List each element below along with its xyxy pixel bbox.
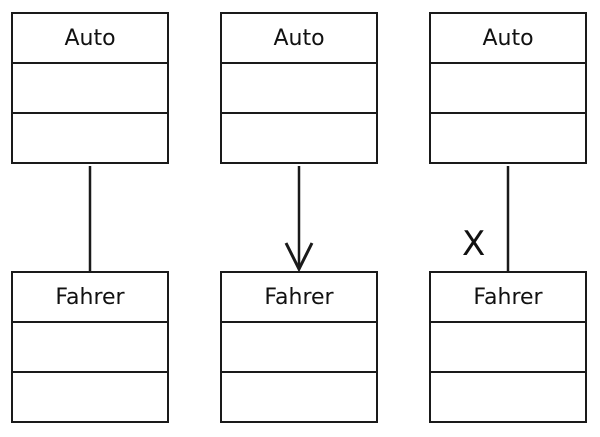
attributes-compartment [431,323,585,373]
navigable-arrowhead-icon [284,242,314,273]
class-name-compartment: Auto [13,14,167,64]
operations-compartment [431,114,585,164]
class-box-auto-2: Auto [220,12,378,164]
class-name-compartment: Fahrer [13,273,167,323]
class-box-auto-1: Auto [11,12,169,164]
operations-compartment [222,114,376,164]
class-box-fahrer-3: Fahrer [429,271,587,423]
attributes-compartment [222,323,376,373]
class-name-compartment: Auto [222,14,376,64]
attributes-compartment [13,323,167,373]
class-name-compartment: Auto [431,14,585,64]
class-box-fahrer-2: Fahrer [220,271,378,423]
attributes-compartment [13,64,167,114]
operations-compartment [13,373,167,423]
class-box-auto-3: Auto [429,12,587,164]
attributes-compartment [431,64,585,114]
operations-compartment [222,373,376,423]
non-navigable-marker: X [462,224,486,264]
class-box-fahrer-1: Fahrer [11,271,169,423]
class-name-compartment: Fahrer [222,273,376,323]
class-name-compartment: Fahrer [431,273,585,323]
attributes-compartment [222,64,376,114]
operations-compartment [431,373,585,423]
operations-compartment [13,114,167,164]
